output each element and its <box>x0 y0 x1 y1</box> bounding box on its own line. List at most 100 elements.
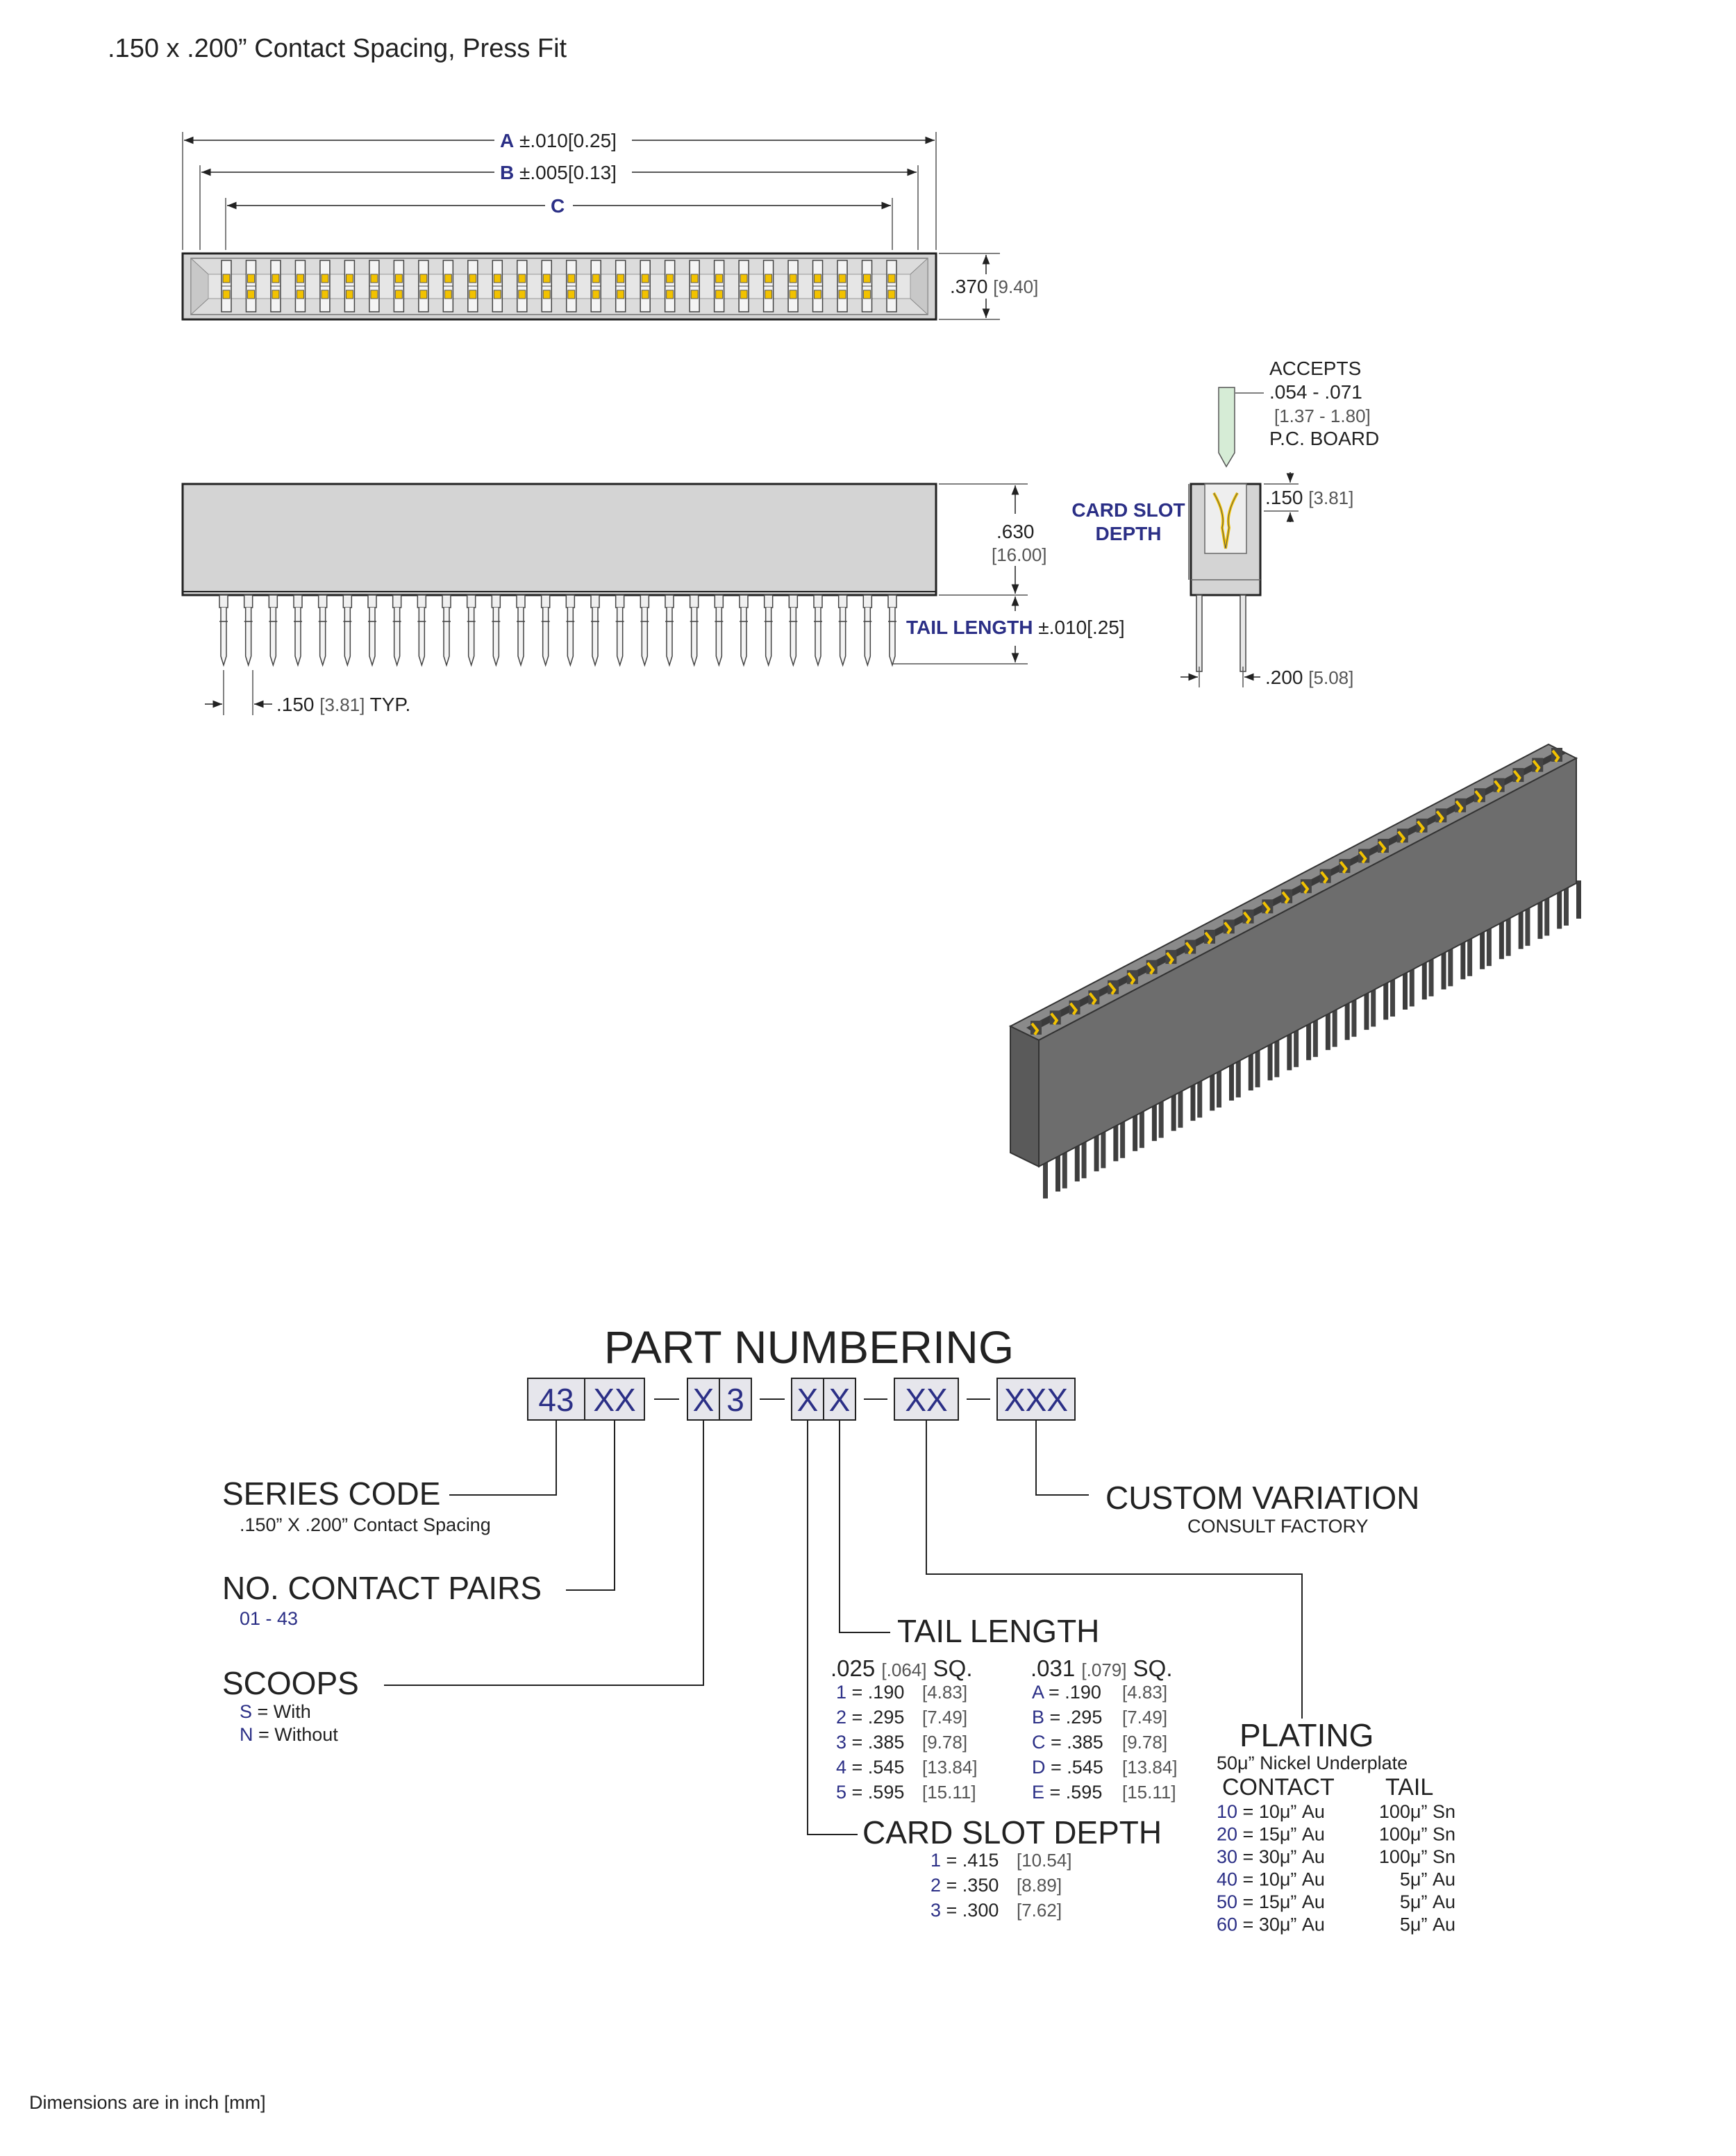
iso-pin <box>1448 941 1466 987</box>
top-contact-pair <box>713 260 725 312</box>
top-contact-pair <box>344 260 356 312</box>
accepts-line-3: [1.37 - 1.80] <box>1274 406 1371 426</box>
pn-box-custom <box>996 1378 1076 1421</box>
svg-text:[7.49]: [7.49] <box>922 1707 967 1728</box>
side-pin <box>417 594 427 667</box>
iso-contact <box>1069 1000 1080 1015</box>
side-pin <box>219 594 228 667</box>
svg-text:[10.54]: [10.54] <box>1017 1850 1072 1871</box>
option-row: C = .385[9.78] <box>1032 1732 1167 1753</box>
svg-text:5 = .595: 5 = .595 <box>836 1782 904 1803</box>
option-row: 1 = .415[10.54] <box>930 1850 1072 1871</box>
side-pin <box>640 594 650 667</box>
svg-text:[13.84]: [13.84] <box>922 1757 978 1778</box>
end-view-row-dim: .200 [5.08] <box>1265 667 1353 688</box>
iso-pin <box>1312 1012 1330 1058</box>
side-pin <box>813 594 823 667</box>
iso-pin <box>1332 1001 1350 1047</box>
iso-pin <box>1255 1042 1273 1087</box>
tail-col2-head: .031 [.079] SQ. <box>1030 1655 1173 1681</box>
svg-text:5μ” Au: 5μ” Au <box>1400 1891 1455 1912</box>
svg-text:[15.11]: [15.11] <box>922 1782 976 1803</box>
svg-text:E = .595: E = .595 <box>1032 1782 1102 1803</box>
option-row: 2 = .350[8.89] <box>930 1875 1062 1896</box>
side-pin <box>714 594 724 667</box>
svg-text:100μ” Sn: 100μ” Sn <box>1379 1846 1455 1867</box>
iso-contact <box>1146 960 1158 975</box>
custom-variation-label: CUSTOM VARIATION <box>1105 1480 1419 1516</box>
accepts-line-2: .054 - .071 <box>1269 381 1362 403</box>
option-row: 3 = .300[7.62] <box>930 1900 1062 1921</box>
iso-contact <box>1416 818 1428 833</box>
svg-text:[7.49]: [7.49] <box>1122 1707 1167 1728</box>
dim-a-label: A ±.010[0.25] <box>500 130 617 151</box>
svg-text:5μ” Au: 5μ” Au <box>1400 1869 1455 1890</box>
side-pin <box>466 594 476 667</box>
tail-length-heading: TAIL LENGTH <box>897 1613 1099 1649</box>
iso-pin <box>1467 930 1485 976</box>
iso-pin <box>1428 951 1446 996</box>
pn-box-3-text: 3 <box>726 1382 744 1418</box>
scoops-label: SCOOPS <box>222 1665 359 1701</box>
top-view-height-label: .370 [9.40] <box>950 276 1038 297</box>
side-pin <box>342 594 353 667</box>
iso-contact <box>1512 768 1524 783</box>
iso-pin <box>1274 1032 1292 1078</box>
part-numbering-heading: PART NUMBERING <box>604 1321 1014 1373</box>
svg-text:C = .385: C = .385 <box>1032 1732 1103 1753</box>
side-pin <box>739 594 749 667</box>
iso-pin <box>1217 1062 1234 1108</box>
top-contact-pair <box>689 260 700 312</box>
option-row: 2 = .295 [7.49] <box>836 1707 967 1728</box>
side-pin <box>763 594 774 667</box>
iso-contact <box>1185 939 1196 955</box>
svg-text:2 = .295: 2 = .295 <box>836 1707 904 1728</box>
iso-contact <box>1204 930 1215 945</box>
top-contact-pair <box>221 260 232 312</box>
iso-contact <box>1300 879 1312 894</box>
iso-pin <box>1505 910 1524 956</box>
accepts-line-1: ACCEPTS <box>1269 358 1361 379</box>
pn-box-series <box>527 1378 585 1421</box>
iso-pin <box>1525 901 1543 946</box>
page-title: .150 x .200” Contact Spacing, Press Fit <box>108 34 567 63</box>
side-pin <box>689 594 699 667</box>
top-contact-pair <box>245 260 257 312</box>
scoops-option-s: S = With <box>240 1701 311 1722</box>
iso-pin <box>1081 1133 1099 1178</box>
top-contact-pair <box>812 260 824 312</box>
side-pin <box>268 594 278 667</box>
iso-contact <box>1088 990 1100 1005</box>
top-contact-pair <box>590 260 601 312</box>
option-row: A = .190[4.83] <box>1032 1682 1167 1703</box>
top-contact-pair <box>467 260 478 312</box>
side-pin <box>887 594 897 667</box>
iso-contact <box>1126 970 1138 985</box>
iso-contact <box>1358 849 1370 864</box>
svg-text:A = .190: A = .190 <box>1032 1682 1101 1703</box>
top-contact-pair <box>319 260 331 312</box>
pn-box-plating <box>894 1378 959 1421</box>
isometric-pins <box>1043 880 1581 1198</box>
iso-pin <box>1197 1072 1215 1118</box>
iso-contact <box>1551 748 1562 763</box>
iso-contact <box>1030 1021 1042 1036</box>
top-contact-pair <box>664 260 676 312</box>
series-code-label: SERIES CODE <box>222 1476 440 1512</box>
pn-box-pairs-text: XX <box>593 1382 635 1418</box>
iso-pin <box>1409 961 1427 1007</box>
footer-note: Dimensions are in inch [mm] <box>29 2092 266 2113</box>
top-contact-pair <box>738 260 749 312</box>
svg-text:4 = .545: 4 = .545 <box>836 1757 904 1778</box>
plating-tail-head: TAIL <box>1385 1774 1433 1800</box>
top-contact-pair <box>393 260 405 312</box>
iso-contact <box>1474 788 1485 803</box>
iso-contact <box>1493 778 1505 793</box>
side-pin <box>516 594 526 667</box>
side-view-body <box>181 483 937 596</box>
plating-heading: PLATING <box>1240 1717 1374 1753</box>
side-pin <box>665 594 674 667</box>
